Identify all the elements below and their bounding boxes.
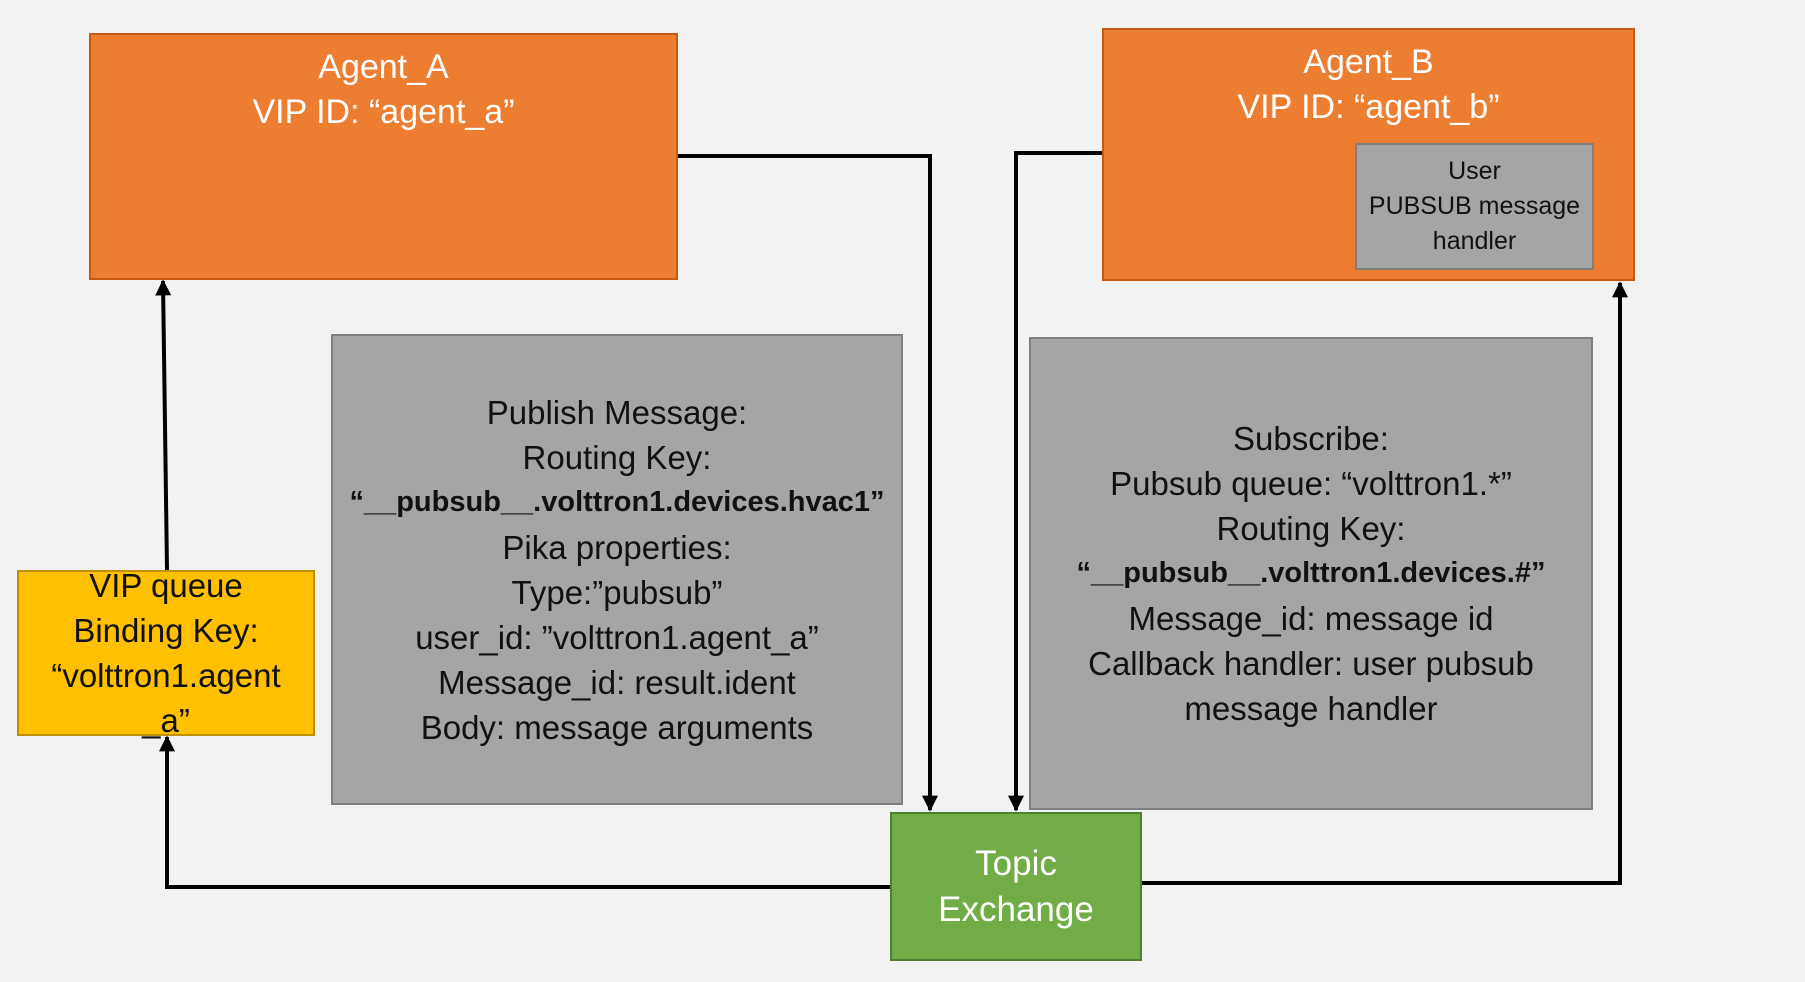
vip-queue-line: _a” xyxy=(142,702,190,739)
topic-exchange-line: Exchange xyxy=(938,889,1094,929)
publish-line: Type:”pubsub” xyxy=(511,573,723,611)
user-pubsub-handler-box: User PUBSUB message handler xyxy=(1355,143,1594,270)
agent-a-title: Agent_A xyxy=(318,48,449,86)
topic-exchange-box: Topic Exchange xyxy=(890,812,1142,961)
publish-line: Publish Message: xyxy=(486,393,748,431)
arrow-agent-b-to-exchange xyxy=(1008,151,1102,812)
subscribe-line: Routing Key: xyxy=(1216,510,1406,547)
agent-b-title: Agent_B xyxy=(1303,43,1434,81)
publish-line: Pika properties: xyxy=(502,528,732,566)
subscribe-line: Subscribe: xyxy=(1233,420,1389,457)
arrow-vip-queue-to-agent-a xyxy=(155,279,172,571)
publish-line: Routing Key: xyxy=(522,438,712,476)
agent-b-vip-id: VIP ID: “agent_b” xyxy=(1237,88,1500,126)
topic-exchange-line: Topic xyxy=(975,843,1057,883)
subscribe-box: Subscribe: Pubsub queue: “volttron1.*” R… xyxy=(1029,337,1593,810)
agent-a-box: Agent_A VIP ID: “agent_a” xyxy=(89,33,678,280)
publish-message-box: Publish Message: Routing Key: “__pubsub_… xyxy=(331,334,903,805)
subscribe-line: message handler xyxy=(1184,690,1438,727)
publish-line: user_id: ”volttron1.agent_a” xyxy=(415,618,819,656)
vip-queue-line: “volttron1.agent xyxy=(51,657,281,694)
subscribe-routing-key: “__pubsub__.volttron1.devices.#” xyxy=(1076,557,1546,589)
subscribe-line: Pubsub queue: “volttron1.*” xyxy=(1110,465,1512,502)
arrow-exchange-to-vip-queue xyxy=(159,735,890,889)
vip-queue-line: VIP queue xyxy=(89,567,243,604)
arrow-agent-a-to-exchange xyxy=(678,154,938,812)
vip-queue-box: VIP queue Binding Key: “volttron1.agent … xyxy=(17,567,315,739)
publish-line: Message_id: result.ident xyxy=(438,663,796,701)
publish-line: Body: message arguments xyxy=(420,708,814,746)
publish-routing-key: “__pubsub__.volttron1.devices.hvac1” xyxy=(349,485,885,518)
arrow-exchange-to-agent-b xyxy=(1141,281,1628,885)
subscribe-line: Callback handler: user pubsub xyxy=(1088,645,1534,682)
handler-line: PUBSUB message xyxy=(1368,192,1581,220)
agent-a-vip-id: VIP ID: “agent_a” xyxy=(252,93,515,131)
handler-line: handler xyxy=(1432,227,1517,255)
vip-queue-line: Binding Key: xyxy=(73,612,259,649)
subscribe-line: Message_id: message id xyxy=(1128,600,1494,637)
handler-line: User xyxy=(1448,157,1501,185)
